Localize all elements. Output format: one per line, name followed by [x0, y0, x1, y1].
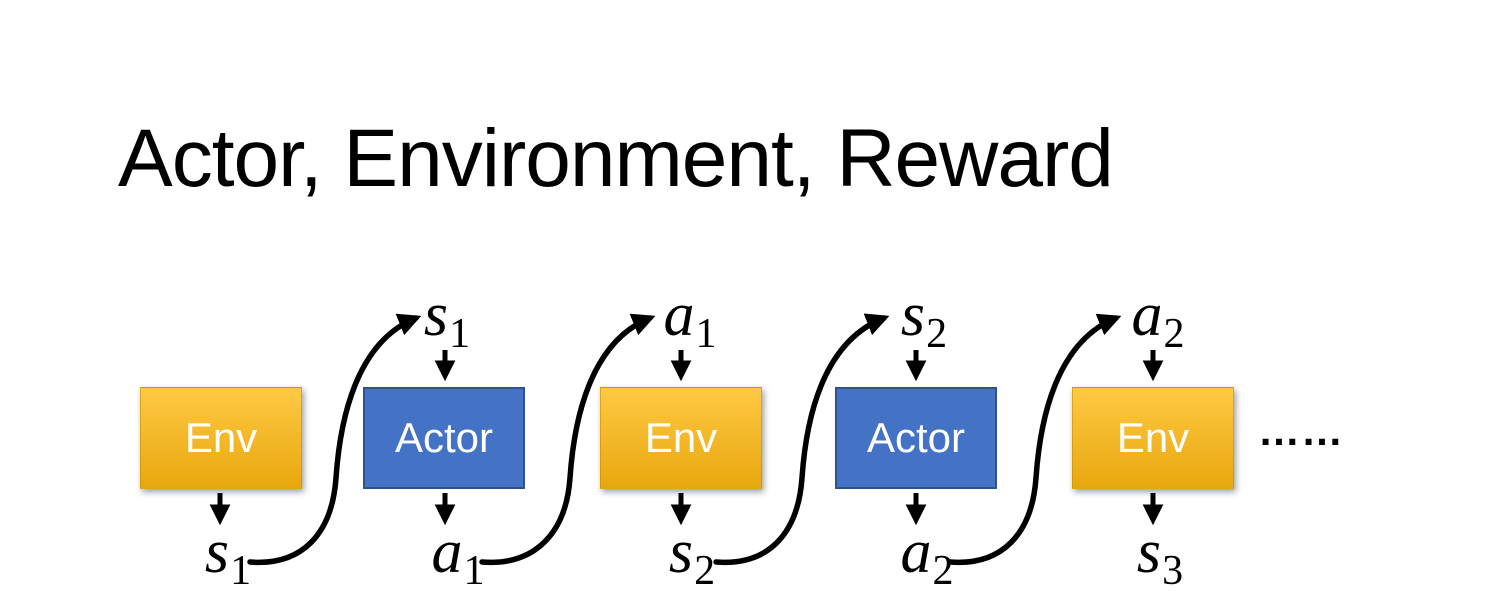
- bottom-label-a2-sub: 2: [932, 548, 954, 594]
- bottom-label-a1-base: a: [431, 518, 463, 586]
- actor-box-1: Actor: [363, 387, 525, 489]
- top-label-s1-sub: 1: [449, 311, 471, 357]
- top-label-a2: a2: [1132, 284, 1185, 355]
- env-box-3: Env: [1072, 387, 1234, 489]
- top-label-a2-sub: 2: [1163, 311, 1185, 357]
- bottom-label-s3-base: s: [1136, 518, 1162, 586]
- bottom-label-s1: s1: [205, 521, 251, 592]
- top-label-a1: a1: [664, 284, 717, 355]
- bottom-label-s2: s2: [669, 521, 715, 592]
- bottom-label-s2-base: s: [668, 518, 694, 586]
- slide-title: Actor, Environment, Reward: [118, 113, 1114, 204]
- env-box-3-label: Env: [1116, 414, 1190, 461]
- bottom-label-a2-base: a: [900, 518, 932, 586]
- top-label-s2: s2: [901, 284, 947, 355]
- bottom-label-a2: a2: [901, 521, 954, 592]
- bottom-label-s3: s3: [1137, 521, 1183, 592]
- actor-box-2-label: Actor: [866, 414, 966, 461]
- top-label-s1-base: s: [423, 281, 449, 349]
- bottom-label-s3-sub: 3: [1162, 548, 1184, 594]
- env-box-2-label: Env: [644, 414, 718, 461]
- bottom-label-a1-sub: 1: [463, 548, 485, 594]
- bottom-label-s1-sub: 1: [230, 548, 252, 594]
- bottom-label-s2-sub: 2: [694, 548, 716, 594]
- actor-box-1-label: Actor: [394, 414, 494, 461]
- bottom-label-a1: a1: [432, 521, 485, 592]
- top-label-a1-sub: 1: [695, 311, 717, 357]
- top-label-s2-base: s: [900, 281, 926, 349]
- env-box-1-label: Env: [184, 414, 258, 461]
- actor-box-2: Actor: [835, 387, 997, 489]
- top-label-a1-base: a: [663, 281, 695, 349]
- env-box-1: Env: [140, 387, 302, 489]
- top-label-s1: s1: [424, 284, 470, 355]
- continuation-dots: ……: [1258, 407, 1344, 454]
- top-label-a2-base: a: [1131, 281, 1163, 349]
- env-box-2: Env: [600, 387, 762, 489]
- top-label-s2-sub: 2: [926, 311, 948, 357]
- bottom-label-s1-base: s: [204, 518, 230, 586]
